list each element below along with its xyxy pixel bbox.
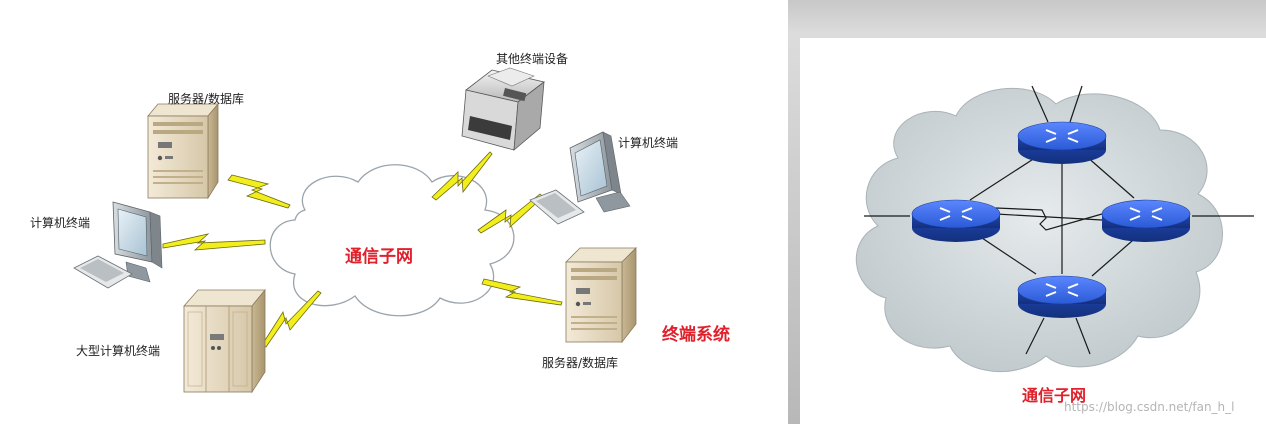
watermark: https://blog.csdn.net/fan_h_l (1064, 400, 1235, 414)
node-label-server-bottom: 服务器/数据库 (542, 356, 619, 370)
server-top-icon (147, 102, 219, 200)
router-top-icon (1017, 121, 1107, 164)
mainframe-icon (183, 288, 266, 394)
router-right-icon (1101, 199, 1191, 242)
communication-subnet-cloud (269, 164, 515, 317)
subnet-title: 通信子网 (1022, 386, 1087, 405)
computer-terminal-right-icon (529, 131, 631, 225)
lightning-link-mainframe (261, 290, 322, 348)
node-label-computer-right: 计算机终端 (618, 136, 679, 150)
computer-terminal-left-icon (73, 201, 163, 289)
communication-subnet-diagram: 通信子网 (800, 38, 1266, 424)
router-network-illustration (855, 85, 1254, 373)
node-label-server-top: 服务器/数据库 (168, 92, 245, 106)
router-left-icon (911, 199, 1001, 242)
node-label-computer-left: 计算机终端 (30, 216, 91, 230)
communication-subnet-label: 通信子网 (345, 247, 413, 267)
printer-icon (461, 67, 545, 151)
terminal-system-illustration (73, 67, 637, 394)
terminal-system-label: 终端系统 (662, 325, 730, 345)
lightning-link-other-device (431, 151, 493, 201)
lightning-link-server-top (227, 174, 291, 209)
subnet-cloud (855, 87, 1223, 373)
external-links (864, 85, 1254, 355)
router-bottom-icon (1017, 275, 1107, 318)
node-label-mainframe: 大型计算机终端 (76, 344, 161, 358)
terminal-system-diagram: 服务器/数据库 计算机终端 大型计算机终端 其他终端设备 计算机终端 服务器/数… (30, 52, 730, 394)
lightning-link-computer-left (162, 233, 266, 251)
node-label-other-device: 其他终端设备 (496, 52, 569, 66)
lightning-link-server-bottom (481, 278, 563, 306)
server-bottom-icon (565, 247, 637, 344)
